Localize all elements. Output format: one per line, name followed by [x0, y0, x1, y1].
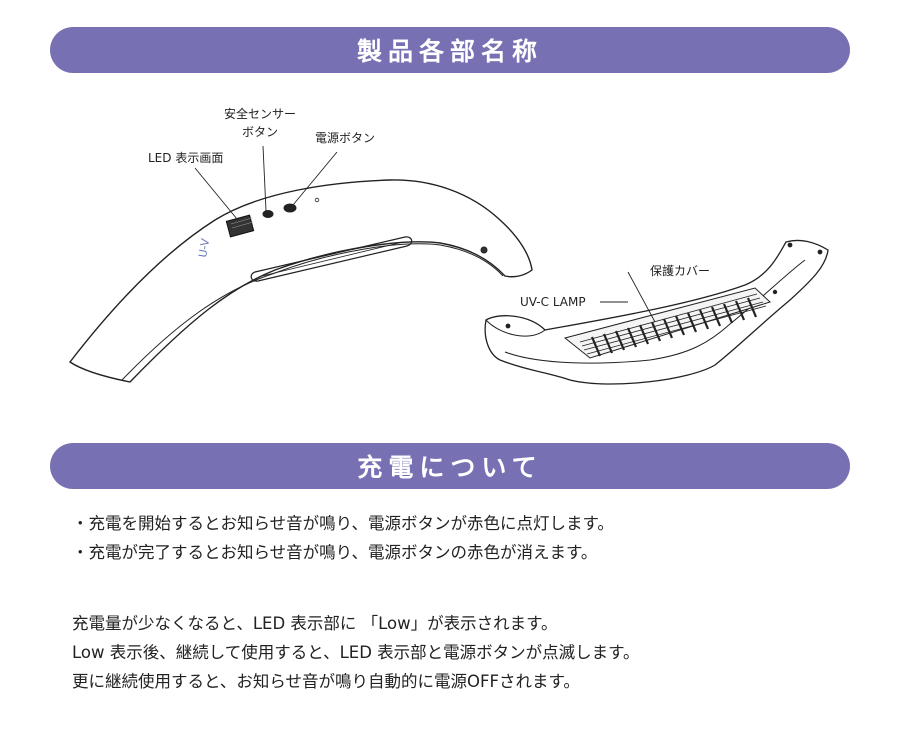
- label-power-button: 電源ボタン: [315, 131, 375, 145]
- bullet-charging-start: ・充電を開始するとお知らせ音が鳴り、電源ボタンが赤色に点灯します。: [72, 514, 614, 533]
- section-title-charging: 充電について: [50, 443, 850, 489]
- section-title-product-parts: 製品各部名称: [50, 27, 850, 73]
- product-diagram: U-V 安全センサー ボタン 電源ボタン LED 表示画面: [68, 106, 829, 385]
- label-protective-cover: 保護カバー: [650, 263, 710, 278]
- led-display-panel: [225, 214, 255, 238]
- lamp-unit: [484, 239, 829, 385]
- label-safety-sensor-line2: ボタン: [242, 125, 278, 139]
- low-battery-paragraph: 充電量が少なくなると、LED 表示部に 「Low」が表示されます。 Low 表示…: [72, 609, 640, 696]
- label-uvc-lamp: UV-C LAMP: [520, 295, 586, 309]
- charging-bullets: ・充電を開始するとお知らせ音が鳴り、電源ボタンが赤色に点灯します。 ・充電が完了…: [72, 509, 614, 567]
- device-body: [68, 179, 533, 383]
- label-safety-sensor-line1: 安全センサー: [224, 106, 296, 121]
- safety-sensor-button: [262, 210, 274, 218]
- bullet-charging-complete: ・充電が完了するとお知らせ音が鳴り、電源ボタンの赤色が消えます。: [72, 543, 598, 562]
- label-led-display: LED 表示画面: [148, 151, 223, 165]
- device-details: U-V: [196, 197, 488, 282]
- paragraph-line-3: 更に継続使用すると、お知らせ音が鳴り自動的に電源OFFされます。: [72, 672, 580, 691]
- svg-text:U-V: U-V: [196, 237, 212, 258]
- paragraph-line-2: Low 表示後、継続して使用すると、LED 表示部と電源ボタンが点滅します。: [72, 643, 640, 662]
- power-button: [283, 203, 297, 213]
- uvc-lamp-grille: [505, 242, 823, 357]
- paragraph-line-1: 充電量が少なくなると、LED 表示部に 「Low」が表示されます。: [72, 614, 558, 633]
